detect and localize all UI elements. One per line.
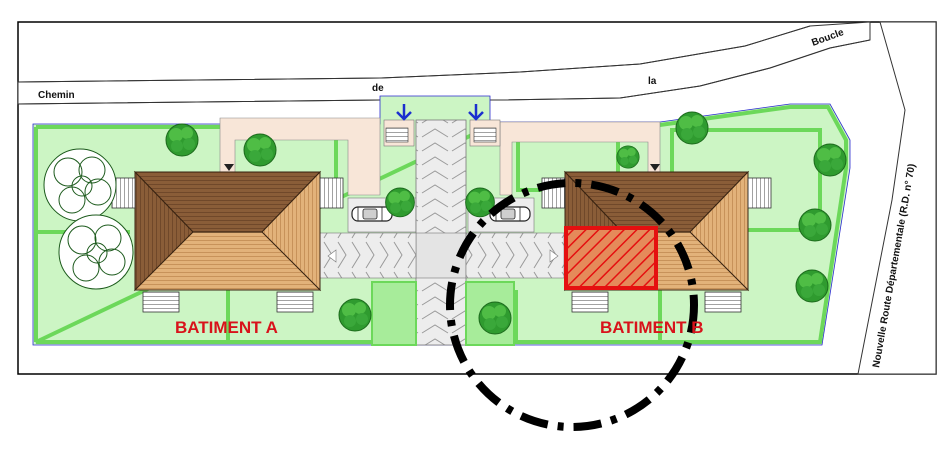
road-label-chemin: Chemin	[38, 90, 75, 101]
building-label-b: BATIMENT B	[600, 318, 704, 337]
access-lane	[415, 119, 467, 346]
north-triangle-icon	[224, 164, 234, 171]
road-departementale	[857, 21, 937, 375]
car-icon	[351, 206, 393, 222]
entrance-arrow-icon	[396, 104, 412, 121]
building-a-roof	[133, 170, 322, 292]
north-triangle-icon	[650, 164, 660, 171]
building-label-a: BATIMENT A	[175, 318, 278, 337]
shrub-outline-icon	[43, 148, 134, 290]
road-label-de: de	[372, 83, 384, 94]
patio-b	[499, 121, 661, 196]
driveway-east	[465, 232, 565, 279]
road-label-la: la	[648, 76, 657, 87]
entrance-arrow-icon	[468, 104, 484, 121]
zone-circle	[446, 179, 698, 431]
highlighted-lot	[564, 226, 658, 290]
